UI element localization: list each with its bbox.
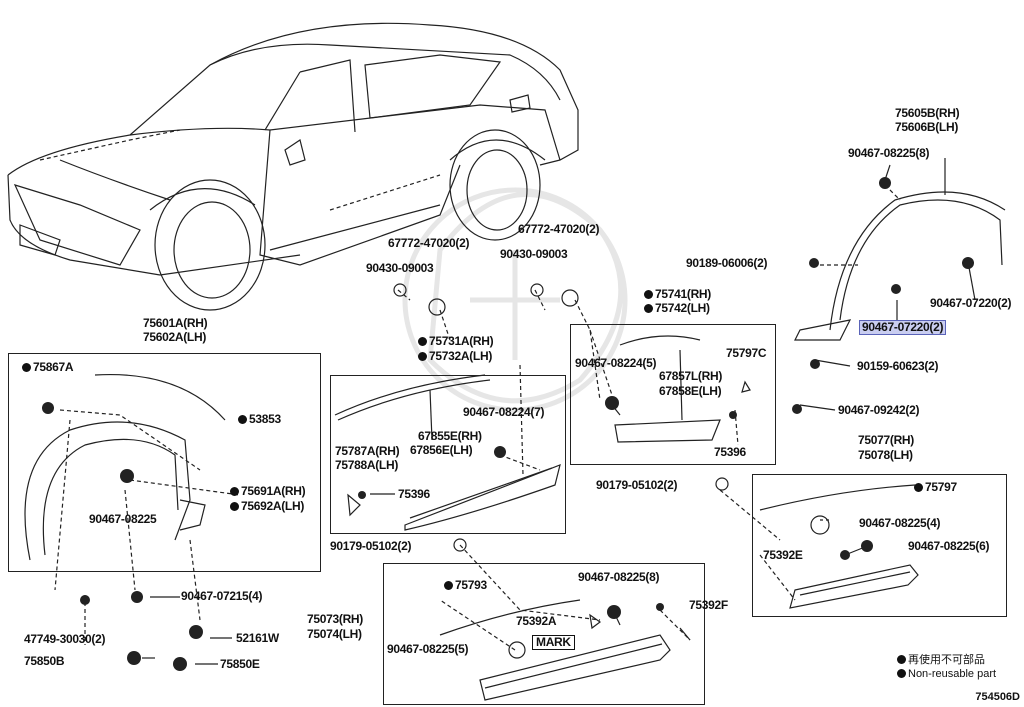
part-label[interactable]: 90467-08225(5) bbox=[387, 642, 469, 656]
rear-door-moulding-art bbox=[611, 335, 751, 446]
part-label[interactable]: 52161W bbox=[236, 631, 279, 645]
front-fender-art bbox=[24, 373, 241, 665]
part-label[interactable]: 75797C bbox=[726, 346, 767, 360]
part-label[interactable]: 75078(LH) bbox=[858, 448, 913, 462]
watermark bbox=[402, 187, 628, 413]
mark-box: MARK bbox=[532, 635, 575, 650]
part-label[interactable]: 90467-08224(5) bbox=[575, 356, 657, 370]
part-label[interactable]: 90467-08225(8) bbox=[848, 146, 930, 160]
part-label[interactable]: 75392E bbox=[763, 548, 803, 562]
part-label[interactable]: 75601A(RH) bbox=[143, 316, 208, 330]
part-label[interactable]: 90467-08225(6) bbox=[908, 539, 990, 553]
part-label[interactable]: 75606B(LH) bbox=[895, 120, 959, 134]
front-door-box bbox=[330, 375, 566, 534]
part-label[interactable]: 75074(LH) bbox=[307, 627, 362, 641]
diagram-code: 754506D bbox=[975, 691, 1020, 703]
part-label[interactable]: 90430-09003 bbox=[366, 261, 434, 275]
rear-door-box bbox=[570, 324, 776, 465]
part-label[interactable]: 75073(RH) bbox=[307, 612, 363, 626]
part-label[interactable]: 75867A bbox=[22, 361, 74, 374]
part-label[interactable]: 75691A(RH) bbox=[230, 485, 306, 498]
part-label[interactable]: 67855E(RH) bbox=[418, 429, 482, 443]
part-label[interactable]: 75742(LH) bbox=[644, 302, 710, 315]
part-label[interactable]: 90467-07215(4) bbox=[181, 589, 263, 603]
part-label[interactable]: 75850B bbox=[24, 654, 65, 668]
legend: 再使用不可部品 Non-reusable part bbox=[897, 653, 996, 681]
rear-rocker-box bbox=[752, 474, 1007, 617]
part-label[interactable]: 90467-09242(2) bbox=[838, 403, 920, 417]
part-label[interactable]: 75741(RH) bbox=[644, 288, 711, 301]
front-fender-box bbox=[8, 353, 321, 572]
rear-rocker-art bbox=[715, 477, 919, 609]
part-label[interactable]: 67772-47020(2) bbox=[388, 236, 470, 250]
part-label[interactable]: 75850E bbox=[220, 657, 260, 671]
part-label[interactable]: 90159-60623(2) bbox=[857, 359, 939, 373]
part-label[interactable]: 90467-07220(2) bbox=[930, 296, 1012, 310]
part-label[interactable]: 75797 bbox=[914, 481, 957, 494]
part-label[interactable]: 67856E(LH) bbox=[410, 443, 473, 457]
part-label[interactable]: 67857L(RH) bbox=[659, 369, 723, 383]
part-label[interactable]: 75392A bbox=[516, 614, 557, 628]
legend-text: 再使用不可部品 bbox=[908, 654, 985, 666]
fasteners bbox=[42, 177, 974, 671]
legend-row-en: Non-reusable part bbox=[897, 667, 996, 681]
part-label[interactable]: 75396 bbox=[398, 487, 430, 501]
legend-row-jp: 再使用不可部品 bbox=[897, 653, 996, 667]
part-label[interactable]: 75605B(RH) bbox=[895, 106, 960, 120]
part-label[interactable]: 67858E(LH) bbox=[659, 384, 722, 398]
part-label[interactable]: 75692A(LH) bbox=[230, 500, 304, 513]
part-label[interactable]: 75787A(RH) bbox=[335, 444, 400, 458]
part-label[interactable]: 75793 bbox=[444, 579, 487, 592]
legend-text: Non-reusable part bbox=[908, 668, 997, 680]
part-label[interactable]: 90467-08224(7) bbox=[463, 405, 545, 419]
rocker-box bbox=[383, 563, 705, 705]
part-label[interactable]: 75732A(LH) bbox=[418, 350, 492, 363]
part-label[interactable]: 67772-47020(2) bbox=[518, 222, 600, 236]
part-label[interactable]: 75731A(RH) bbox=[418, 335, 494, 348]
part-label[interactable]: 90179-05102(2) bbox=[330, 539, 412, 553]
part-label[interactable]: 47749-30030(2) bbox=[24, 632, 106, 646]
part-label[interactable]: 75602A(LH) bbox=[143, 330, 207, 344]
part-label[interactable]: 90179-05102(2) bbox=[596, 478, 678, 492]
rocker-moulding-art bbox=[439, 538, 691, 701]
part-label[interactable]: 90467-08225(4) bbox=[859, 516, 941, 530]
part-label[interactable]: 90467-08225 bbox=[89, 512, 157, 526]
part-label[interactable]: 90467-08225(8) bbox=[578, 570, 660, 584]
part-label-highlighted[interactable]: 90467-07220(2) bbox=[859, 320, 947, 335]
car-illustration bbox=[7, 22, 579, 311]
part-label[interactable]: 90189-06006(2) bbox=[686, 256, 768, 270]
front-door-moulding-art bbox=[334, 283, 613, 531]
part-label[interactable]: 75077(RH) bbox=[858, 433, 914, 447]
part-label[interactable]: 90430-09003 bbox=[500, 247, 568, 261]
part-label[interactable]: 75788A(LH) bbox=[335, 458, 399, 472]
part-label[interactable]: 75392F bbox=[689, 598, 728, 612]
part-label[interactable]: 53853 bbox=[238, 413, 281, 426]
part-label[interactable]: 75396 bbox=[714, 445, 746, 459]
